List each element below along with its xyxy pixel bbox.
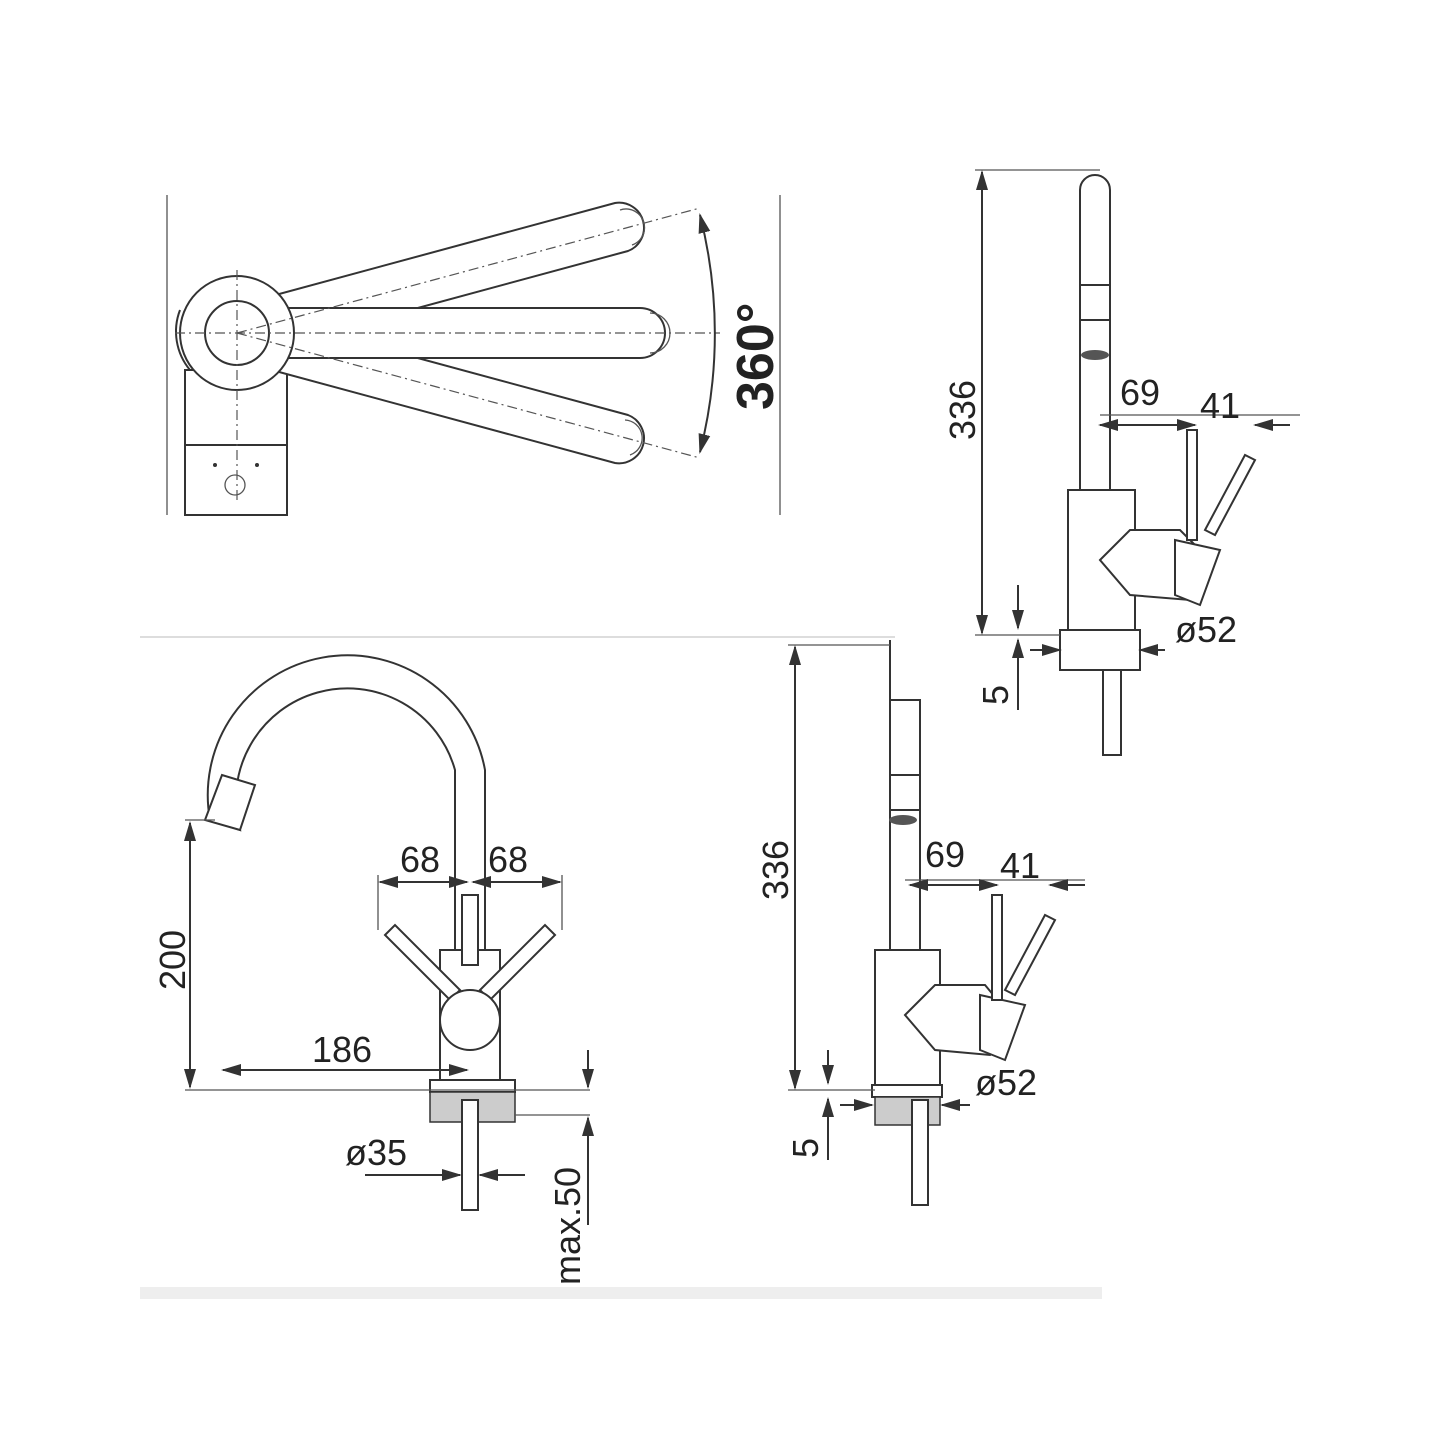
- max-thickness-label: max.50: [547, 1167, 588, 1285]
- diameter-label: ø52: [1175, 609, 1237, 650]
- thickness-label: 5: [785, 1138, 826, 1158]
- spout-height-label: 200: [152, 930, 193, 990]
- lever-right-label: 68: [488, 839, 528, 880]
- bottom-band: [140, 1287, 1102, 1299]
- side-view-top: 336 69 41 ø52 5: [942, 169, 1300, 756]
- reach-label: 186: [312, 1029, 372, 1070]
- diameter-label: ø35: [345, 1132, 407, 1173]
- height-label: 336: [755, 840, 796, 900]
- top-view: 360°: [166, 195, 785, 516]
- side-view-bottom: 336 69 41 ø52 5: [755, 640, 1085, 1206]
- diameter-label: ø52: [975, 1062, 1037, 1103]
- dim-b-label: 41: [1000, 845, 1040, 886]
- thickness-label: 5: [975, 685, 1016, 705]
- dim-a-label: 69: [1120, 372, 1160, 413]
- lever-left-label: 68: [400, 839, 440, 880]
- front-view: 200 186 68 68 ø35 max.50: [152, 654, 594, 1285]
- rotation-label: 360°: [727, 302, 785, 410]
- height-label: 336: [942, 380, 983, 440]
- dim-b-label: 41: [1200, 385, 1240, 426]
- dim-a-label: 69: [925, 834, 965, 875]
